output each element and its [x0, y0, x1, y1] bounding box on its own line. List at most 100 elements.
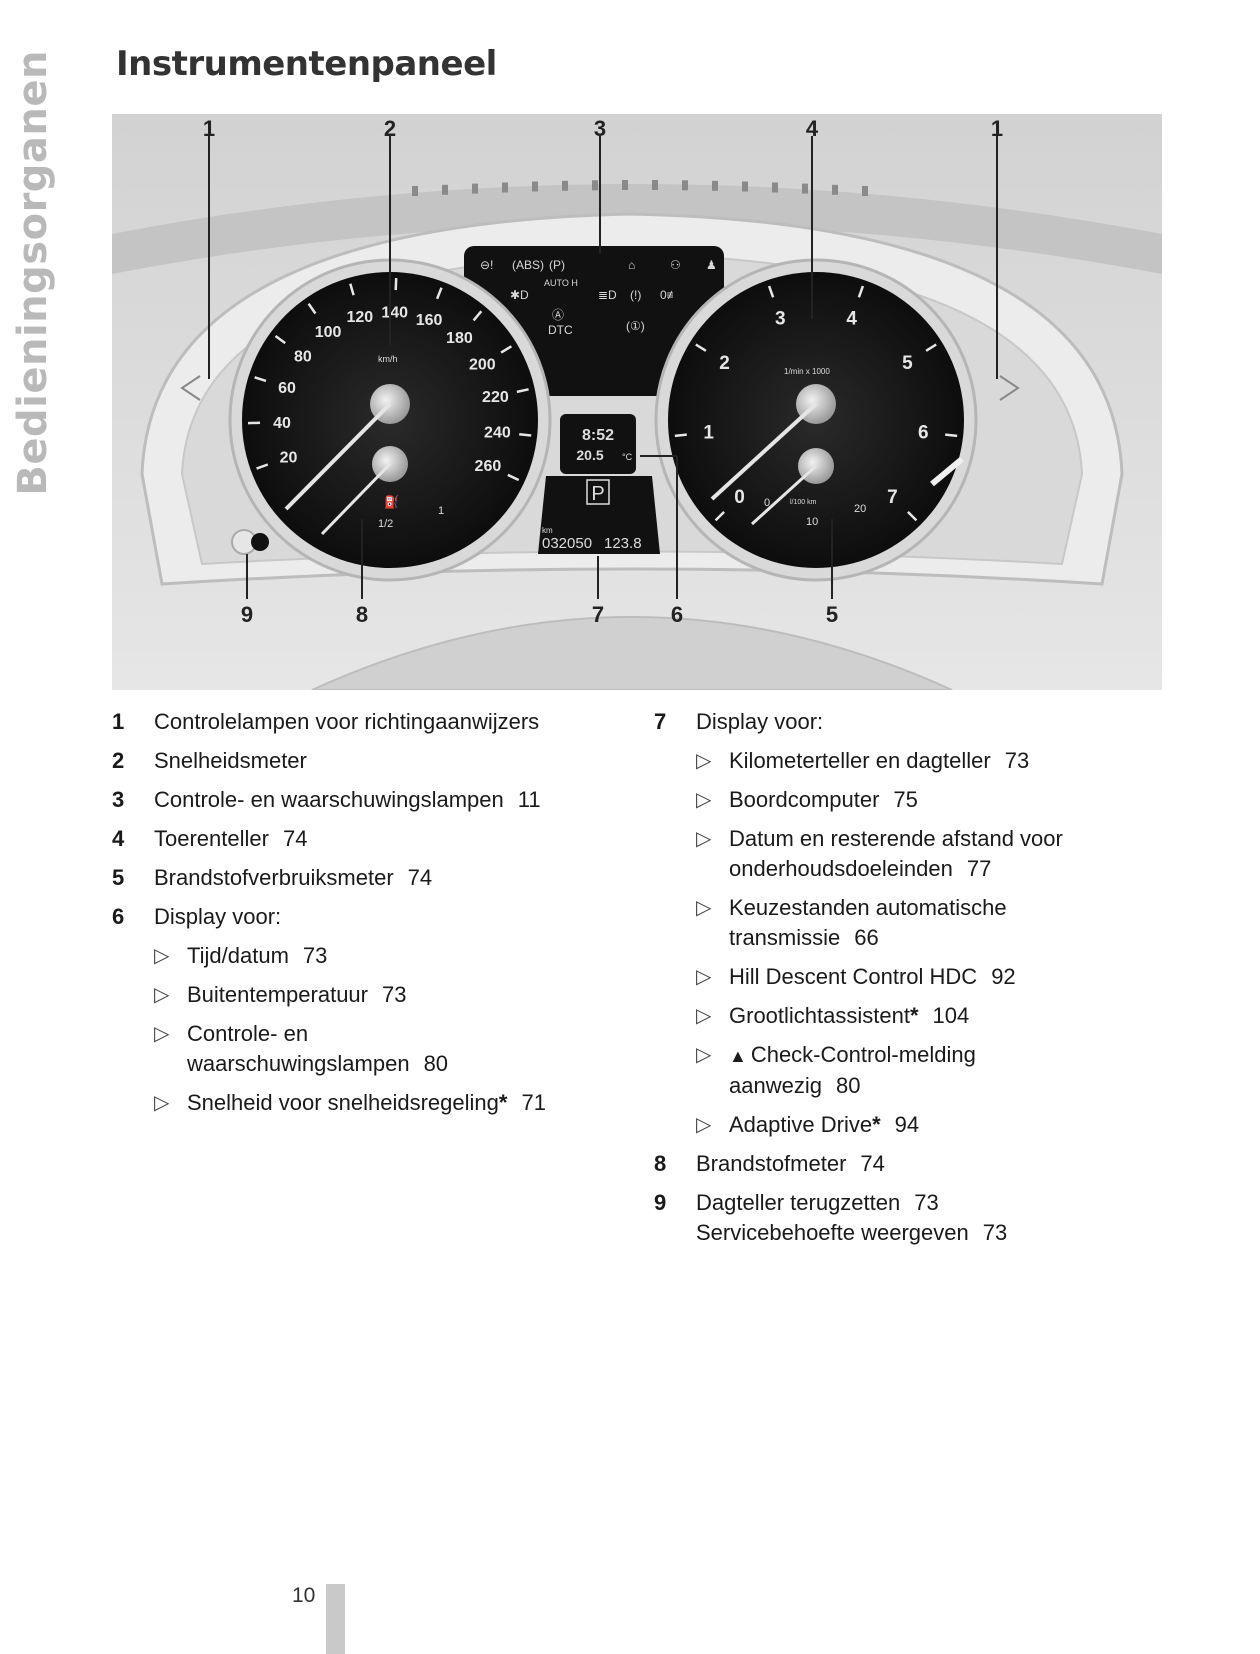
hood-led-mark	[832, 185, 838, 195]
rear-fog-icon: 0≢	[660, 288, 679, 302]
page-ref: 92	[991, 964, 1015, 989]
bullet-triangle-icon: ▷	[696, 785, 711, 815]
hood-led-mark	[412, 186, 418, 196]
page-ref: 80	[424, 1051, 448, 1076]
speed-unit: km/h	[378, 354, 398, 364]
dtc-label: DTC	[548, 323, 573, 337]
callout-1-right: 1	[991, 116, 1003, 141]
consumption-tick-0: 0	[764, 497, 770, 509]
tacho-tick-label: 5	[902, 353, 913, 374]
page-ref: 80	[836, 1073, 860, 1098]
hood-led-mark	[862, 186, 868, 196]
page-title: Instrumentenpaneel	[116, 44, 497, 84]
reset-button-knob	[251, 533, 269, 551]
consumption-unit: l/100 km	[790, 499, 817, 506]
page-ref: 73	[303, 943, 327, 968]
tacho-tick-label: 7	[887, 487, 898, 508]
bullet-triangle-icon: ▷	[696, 962, 711, 992]
legend-item: 3Controle- en waarschuwingslampen11	[112, 785, 672, 815]
bullet-triangle-icon: ▷	[154, 1019, 169, 1049]
warning-triangle-icon: ▲	[729, 1041, 747, 1071]
hood-led-mark	[442, 185, 448, 195]
hood-led-mark	[652, 180, 658, 190]
tacho-tick-label: 1	[703, 423, 714, 444]
legend-subitem: ▷Adaptive Drive*94	[654, 1110, 1214, 1140]
hood-led-mark	[592, 180, 598, 190]
parking-icon: (P)	[549, 258, 565, 272]
hood-led-mark	[712, 181, 718, 191]
tacho-tick-label: 6	[918, 423, 929, 444]
callout-9: 9	[241, 602, 253, 627]
page-tab-bar	[326, 1584, 345, 1654]
bullet-triangle-icon: ▷	[696, 1110, 711, 1140]
tacho-unit: 1/min x 1000	[784, 367, 830, 376]
trip-value: 123.8	[604, 535, 642, 552]
callout-3: 3	[594, 116, 606, 141]
high-beam-icon: ≣D	[598, 288, 617, 302]
tacho-tick-mark	[945, 435, 957, 436]
page-ref: 73	[1005, 748, 1029, 773]
hood-led-mark	[472, 184, 478, 194]
bullet-triangle-icon: ▷	[154, 941, 169, 971]
tacho-tick-label: 3	[775, 309, 786, 330]
page-ref: 74	[408, 865, 432, 890]
odometer-value: 032050	[542, 535, 592, 552]
speed-tick-label: 160	[416, 312, 443, 329]
speed-tick-label: 240	[484, 424, 511, 441]
outside-temp-value: 20.5	[576, 447, 603, 463]
fuel-half-label: 1/2	[378, 518, 393, 530]
callout-2: 2	[384, 116, 396, 141]
speed-tick-label: 220	[482, 389, 509, 406]
tacho-tick-mark	[675, 435, 687, 436]
gear-indicator: P	[591, 483, 604, 505]
odometer-unit: km	[542, 526, 553, 535]
speed-tick-mark	[396, 278, 397, 290]
option-star: *	[499, 1090, 508, 1115]
tire-pressure-icon: (!)	[630, 288, 641, 302]
bullet-triangle-icon: ▷	[696, 893, 711, 923]
callout-8: 8	[356, 602, 368, 627]
legend-item: 7Display voor:	[654, 707, 1214, 737]
legend-subitem: ▷Grootlichtassistent*104	[654, 1001, 1214, 1031]
clock-value: 8:52	[582, 427, 614, 444]
tacho-tick-label: 4	[846, 309, 857, 330]
bullet-triangle-icon: ▷	[154, 1088, 169, 1118]
callout-5: 5	[826, 602, 838, 627]
page-ref: 71	[521, 1090, 545, 1115]
callout-7: 7	[592, 602, 604, 627]
bullet-triangle-icon: ▷	[696, 1040, 711, 1070]
speed-tick-mark	[519, 434, 531, 435]
hood-led-mark	[802, 184, 808, 194]
speed-tick-label: 120	[346, 309, 373, 326]
engine-icon: ⌂	[628, 258, 635, 272]
option-star: *	[872, 1112, 881, 1137]
time-temp-display	[560, 414, 636, 474]
page-ref: 66	[854, 925, 878, 950]
auto-hold-label: AUTO H	[544, 278, 578, 288]
abs-icon: (ABS)	[512, 258, 544, 272]
page-ref: 94	[895, 1112, 919, 1137]
brake-warning-icon: (①)	[626, 319, 645, 333]
instrument-panel-figure: ⊖! (ABS) (P) AUTO H ⌂ ⚇ ♟ ✱D ≣D (!) 0≢ Ⓐ…	[112, 114, 1162, 690]
legend-item: 1Controlelampen voor richtingaanwijzers	[112, 707, 672, 737]
legend-item: 5Brandstofverbruiksmeter74	[112, 863, 672, 893]
callout-6: 6	[671, 602, 683, 627]
legend-subitem: ▷Snelheid voor snelheidsregeling*71	[112, 1088, 672, 1118]
chapter-side-title: Bedieningsorganen	[8, 50, 58, 540]
tacho-tick-label: 0	[734, 487, 745, 508]
consumption-tick-20: 20	[854, 503, 866, 515]
page-ref: 104	[933, 1003, 970, 1028]
speed-tick-label: 200	[469, 357, 496, 374]
page-ref: 73	[382, 982, 406, 1007]
page-ref: 74	[860, 1151, 884, 1176]
page-number: 10	[292, 1584, 315, 1608]
bullet-triangle-icon: ▷	[696, 1001, 711, 1031]
consumption-tick-10: 10	[806, 516, 818, 528]
